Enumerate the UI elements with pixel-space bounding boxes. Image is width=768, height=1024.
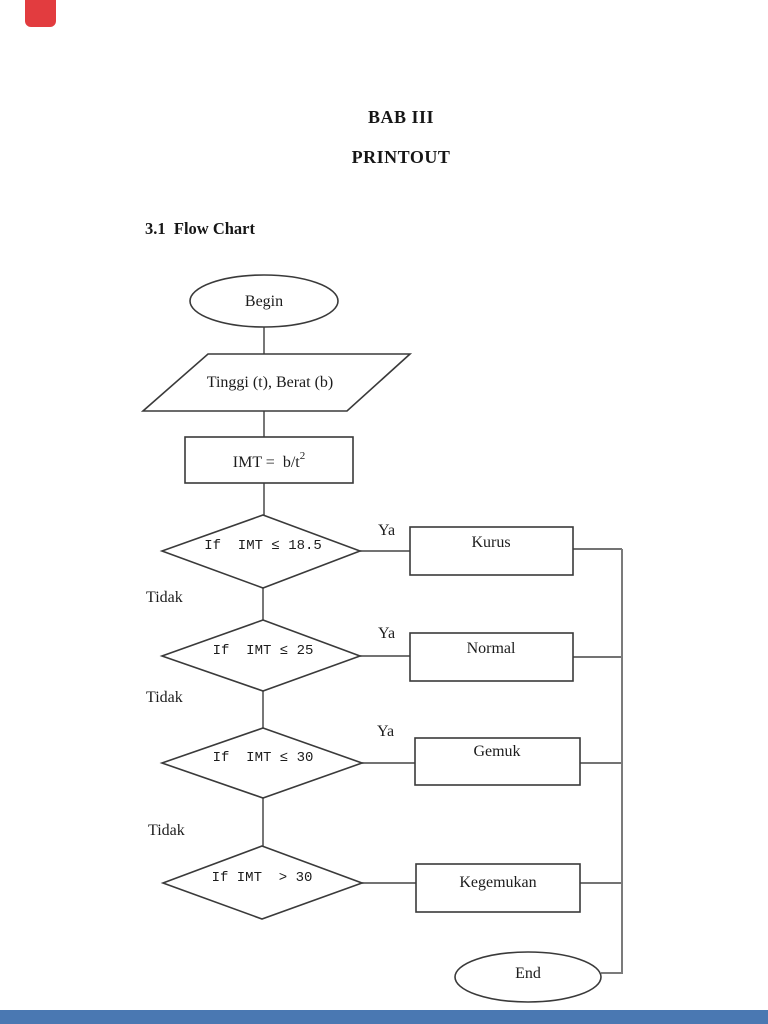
no-label-1: Tidak — [146, 589, 183, 606]
node-decision-1: If IMT ≤ 18.5 — [159, 514, 363, 589]
gemuk-rect — [414, 737, 581, 786]
node-process: IMT = b/t2 — [184, 436, 354, 484]
node-result-kegemukan: Kegemukan — [415, 863, 581, 913]
end-label: End — [515, 965, 541, 982]
node-decision-2: If IMT ≤ 25 — [159, 619, 363, 692]
decision-3-label: If IMT ≤ 30 — [213, 750, 314, 766]
no-label-2: Tidak — [146, 689, 183, 706]
decision-2-label: If IMT ≤ 25 — [213, 643, 314, 659]
kegemukan-rect — [415, 863, 581, 913]
section-title: 3.1 Flow Chart — [145, 219, 255, 238]
bottom-toolbar-edge — [0, 1010, 768, 1024]
node-result-normal: Normal — [409, 632, 574, 682]
normal-label: Normal — [467, 640, 516, 657]
end-ellipse — [454, 951, 602, 1003]
kurus-rect — [409, 526, 574, 576]
chapter-heading: BAB III — [367, 107, 435, 127]
yes-label-1: Ya — [378, 522, 395, 539]
decision-4-label: If IMT > 30 — [212, 870, 313, 886]
decision-4-diamond — [160, 845, 365, 920]
gemuk-label: Gemuk — [473, 743, 520, 760]
input-label: Tinggi (t), Berat (b) — [207, 374, 334, 391]
yes-label-2: Ya — [378, 625, 395, 642]
no-label-3: Tidak — [148, 822, 185, 839]
node-result-gemuk: Gemuk — [414, 737, 581, 786]
node-decision-3: If IMT ≤ 30 — [159, 727, 365, 799]
red-bookmark-marker — [25, 0, 56, 27]
decision-3-diamond — [159, 727, 365, 799]
merge-rail — [601, 549, 623, 974]
node-input: Tinggi (t), Berat (b) — [140, 353, 413, 412]
process-label-base: IMT = b/t — [233, 454, 301, 471]
decision-1-label: If IMT ≤ 18.5 — [204, 538, 322, 554]
node-decision-4: If IMT > 30 — [160, 845, 365, 920]
input-parallelogram — [140, 353, 413, 412]
yes-label-3: Ya — [377, 723, 394, 740]
process-label-superscript: 2 — [300, 450, 306, 462]
chapter-subheading: PRINTOUT — [351, 147, 451, 167]
node-end: End — [454, 951, 602, 1003]
process-rect — [184, 436, 354, 484]
node-begin: Begin — [189, 274, 339, 328]
begin-label: Begin — [245, 293, 283, 310]
node-result-kurus: Kurus — [409, 526, 574, 576]
decision-1-diamond — [159, 514, 363, 589]
normal-rect — [409, 632, 574, 682]
kurus-label: Kurus — [471, 534, 510, 551]
kegemukan-label: Kegemukan — [459, 874, 536, 891]
decision-2-diamond — [159, 619, 363, 692]
process-label: IMT = b/t2 — [233, 450, 305, 471]
begin-ellipse — [189, 274, 339, 328]
